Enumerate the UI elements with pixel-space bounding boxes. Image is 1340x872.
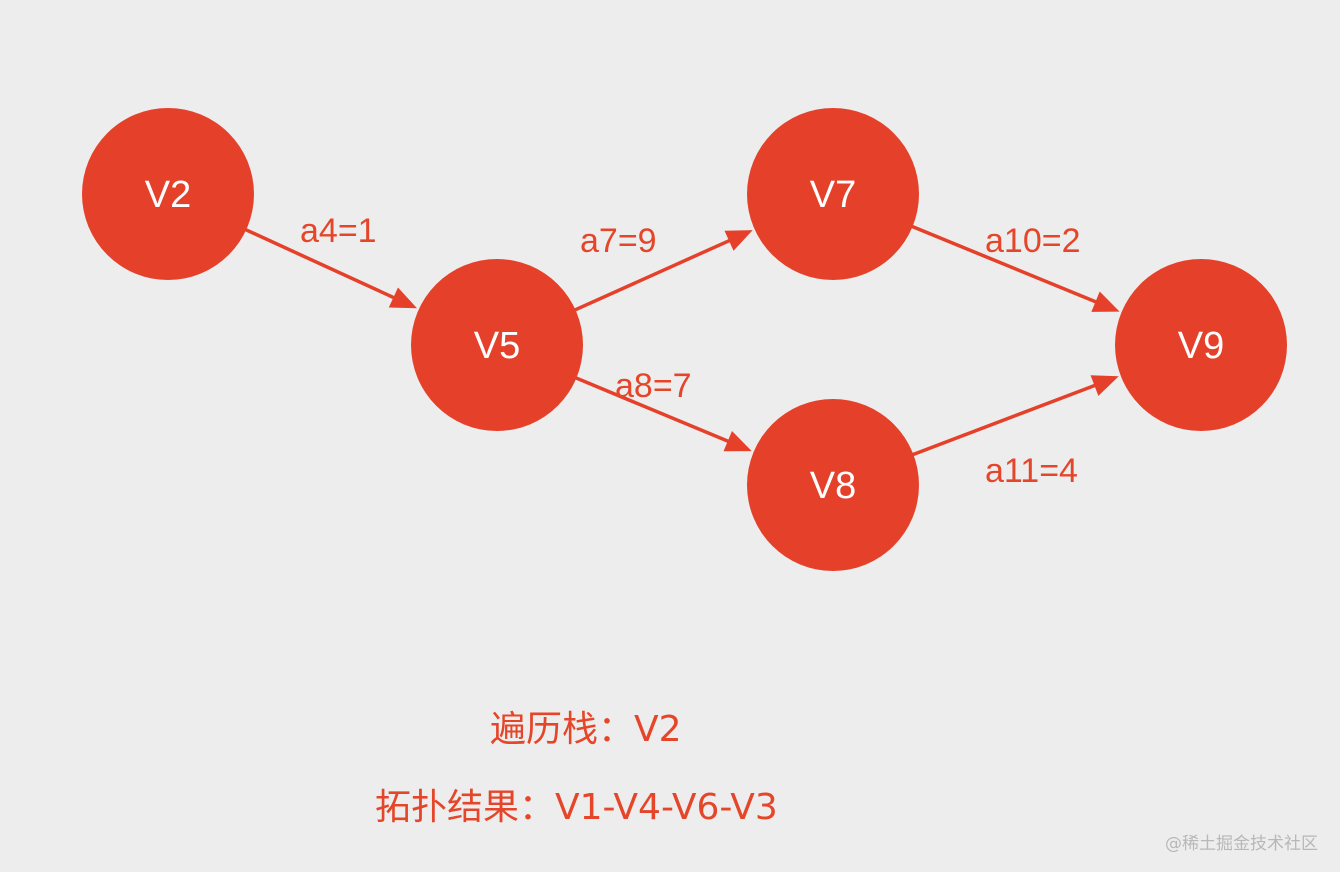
arrowhead-icon xyxy=(723,431,752,452)
node-label: V7 xyxy=(810,174,856,216)
edges-layer: a4=1 a7=9 a8=7 a10=2 a11=4 xyxy=(243,212,1120,490)
node-v9: V9 xyxy=(1115,259,1287,431)
edge-line xyxy=(910,224,1099,305)
edge-v5-v7: a7=9 xyxy=(572,222,753,313)
edge-v5-v8: a8=7 xyxy=(573,367,752,452)
arrowhead-icon xyxy=(1090,375,1119,396)
watermark: @稀土掘金技术社区 xyxy=(1165,834,1318,854)
edge-line xyxy=(573,375,731,444)
edge-label: a8=7 xyxy=(615,367,692,405)
node-v8: V8 xyxy=(747,399,919,571)
arrowhead-icon xyxy=(1091,291,1120,312)
node-v5: V5 xyxy=(411,259,583,431)
node-label: V9 xyxy=(1178,325,1224,367)
edge-v8-v9: a11=4 xyxy=(910,375,1119,490)
edge-v7-v9: a10=2 xyxy=(910,222,1120,312)
edge-label: a11=4 xyxy=(985,452,1078,490)
edge-label: a4=1 xyxy=(300,212,377,250)
node-label: V8 xyxy=(810,465,856,507)
topological-result-caption: 拓扑结果：V1-V4-V6-V3 xyxy=(375,787,778,828)
node-circle xyxy=(747,399,919,571)
node-circle xyxy=(82,108,254,280)
edge-v2-v5: a4=1 xyxy=(243,212,418,309)
arrowhead-icon xyxy=(724,230,753,251)
node-v7: V7 xyxy=(747,108,919,280)
edge-line xyxy=(572,238,732,313)
node-v2: V2 xyxy=(82,108,254,280)
edge-line xyxy=(243,227,396,300)
node-circle xyxy=(747,108,919,280)
node-label: V2 xyxy=(145,174,191,216)
node-circle xyxy=(1115,259,1287,431)
edge-label: a7=9 xyxy=(580,222,657,260)
edge-label: a10=2 xyxy=(985,222,1081,260)
node-circle xyxy=(411,259,583,431)
edge-line xyxy=(910,383,1097,457)
traversal-stack-caption: 遍历栈：V2 xyxy=(490,709,682,750)
node-label: V5 xyxy=(474,325,520,367)
arrowhead-icon xyxy=(388,287,418,309)
